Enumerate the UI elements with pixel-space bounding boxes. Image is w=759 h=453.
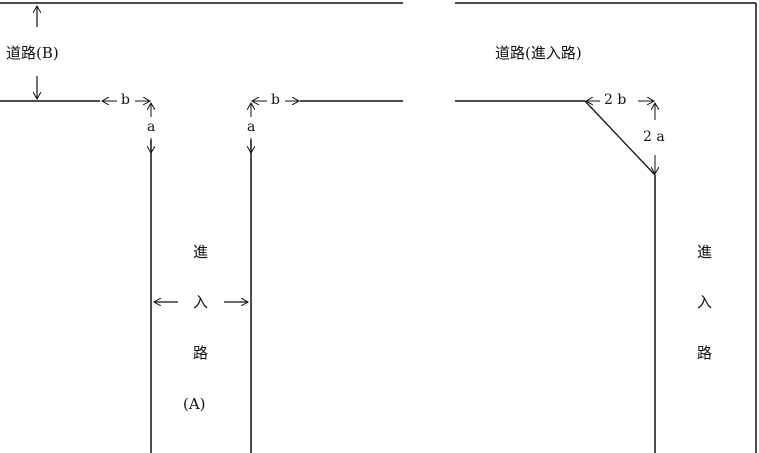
dim-2a-label: 2 a: [643, 129, 665, 145]
entry-road-char-2: 入: [697, 293, 713, 311]
road-a-char-2: 入: [193, 293, 209, 311]
entry-road-char-1: 進: [697, 243, 713, 261]
dim-a-left-label: a: [147, 119, 156, 135]
road-a-char-3: 路: [193, 344, 209, 362]
road-a-suffix: (A): [183, 395, 206, 413]
right-corner-dimension-arrows: [251, 101, 299, 160]
dim-2b-label: 2 b: [604, 92, 627, 108]
dim-a-right-label: a: [247, 119, 256, 135]
entry-road-title: 道路(進入路): [495, 44, 582, 62]
dim-b-right-label: b: [271, 92, 280, 108]
corner-cut-dimension-arrows: [586, 101, 655, 174]
right-diagram-lines: [455, 2, 757, 453]
dim-b-left-label: b: [121, 92, 130, 108]
entry-road-char-3: 路: [697, 344, 713, 362]
corner-cut-diagonal: [584, 100, 656, 176]
left-diagram-lines: [0, 2, 403, 453]
left-corner-dimension-arrows: [102, 101, 151, 160]
road-b-label: 道路(B): [6, 44, 59, 62]
road-a-char-1: 進: [193, 243, 209, 261]
